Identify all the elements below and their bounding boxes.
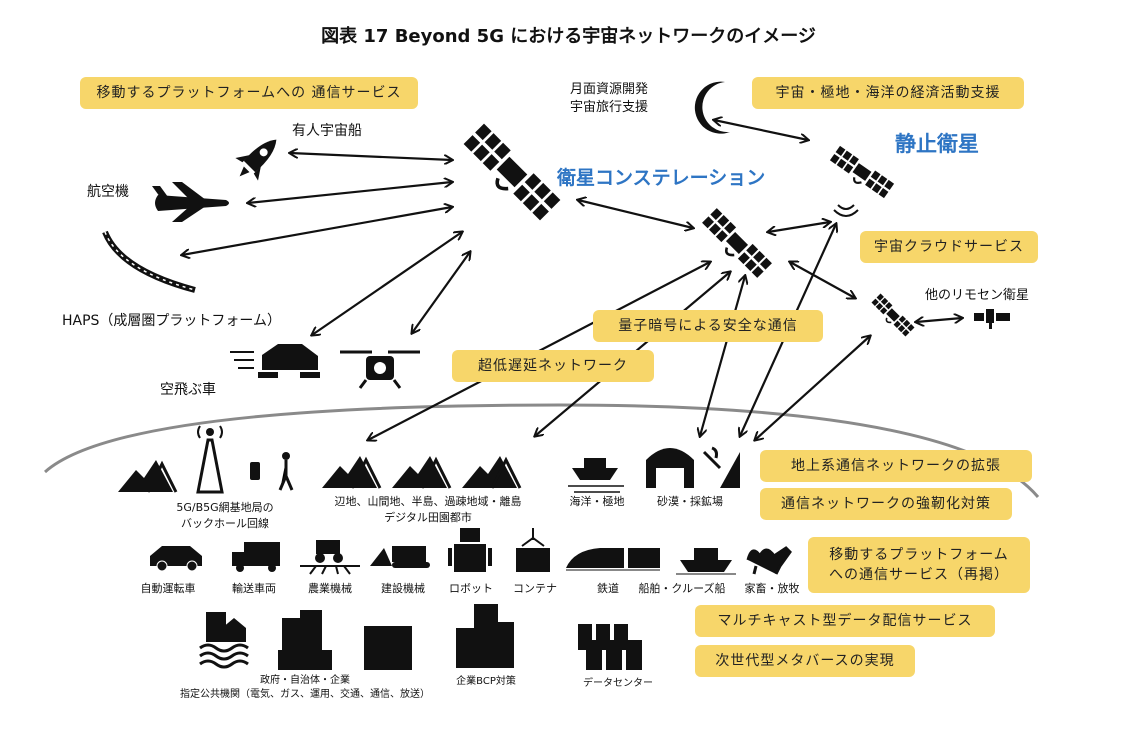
office-building-icon <box>364 626 412 670</box>
service-mobile-repost: 移動するプラットフォーム への通信サービス（再掲） <box>808 537 1030 593</box>
bulldozer-icon <box>370 546 430 568</box>
label-remote-line2: デジタル田園都市 <box>384 511 472 524</box>
label-remote-sensing: 他のリモセン衛星 <box>925 288 1030 303</box>
mountain-icon <box>320 454 382 490</box>
label-construction-machinery: 建設機械 <box>381 582 425 595</box>
label-remote-areas: 辺地、山間地、半島、過疎地域・離島デジタル田園都市 <box>335 494 522 526</box>
camel-icon <box>746 546 792 575</box>
small-satellite-icon <box>974 309 1010 329</box>
earthquake-building-icon <box>278 610 332 670</box>
figure-title: 図表 17 Beyond 5G における宇宙ネットワークのイメージ <box>321 26 816 47</box>
geo-satellite-icon <box>826 144 896 202</box>
drone-icon <box>340 350 420 389</box>
label-constellation: 衛星コンステレーション <box>557 167 766 189</box>
service-terrestrial-extension: 地上系通信ネットワークの拡張 <box>760 450 1032 482</box>
cruise-ship-icon <box>676 548 736 575</box>
label-government-line1: 政府・自治体・企業 <box>260 675 350 686</box>
label-backhaul-line1: 5G/B5G網基地局の <box>176 501 274 514</box>
flying-car-icon <box>230 344 320 378</box>
train-icon <box>566 548 660 571</box>
autonomous-car-icon <box>150 546 202 572</box>
service-mobile-repost-line1: 移動するプラットフォーム <box>829 547 1009 563</box>
label-agricultural-machinery: 農業機械 <box>308 582 352 595</box>
tractor-icon <box>300 540 360 575</box>
service-quantum: 量子暗号による安全な通信 <box>593 310 823 342</box>
service-mobile-repost-line2: への通信サービス（再掲） <box>829 567 1009 583</box>
data-center-icon <box>578 624 642 670</box>
service-metaverse: 次世代型メタバースの実現 <box>695 645 915 677</box>
mountain-icon <box>390 454 452 490</box>
cell-tower-icon <box>196 425 224 494</box>
remote-sensing-satellite-icon <box>869 292 916 339</box>
label-remote-line1: 辺地、山間地、半島、過疎地域・離島 <box>334 495 522 508</box>
label-autonomous-car: 自動運転車 <box>140 582 196 595</box>
phone-person-icon <box>250 452 294 491</box>
moon-icon <box>694 81 730 134</box>
label-ocean-polar: 海洋・極地 <box>569 495 625 508</box>
label-backhaul: 5G/B5G網基地局のバックホール回線 <box>176 500 273 532</box>
service-multicast: マルチキャスト型データ配信サービス <box>695 605 995 637</box>
label-bcp: 企業BCP対策 <box>456 676 516 687</box>
service-resilience: 通信ネットワークの強靭化対策 <box>760 488 1012 520</box>
label-livestock: 家畜・放牧 <box>744 582 800 595</box>
flooded-building-icon <box>199 612 249 669</box>
mountain-icon <box>460 454 522 490</box>
robot-icon <box>448 528 492 572</box>
label-ship-cruise: 船舶・クルーズ船 <box>638 582 726 595</box>
label-desert-mining: 砂漠・採鉱場 <box>657 495 723 508</box>
label-moon-line1: 月面資源開発 <box>570 82 649 97</box>
ship-icon <box>568 458 624 493</box>
label-container: コンテナ <box>513 582 557 595</box>
corporate-tower-icon <box>456 604 514 668</box>
service-space-cloud: 宇宙クラウドサービス <box>860 231 1038 263</box>
mountain-icon <box>116 458 178 494</box>
airplane-icon <box>152 182 229 222</box>
label-backhaul-line2: バックホール回線 <box>181 517 269 530</box>
constellation-satellite-icon <box>698 206 774 282</box>
label-datacenter: データセンター <box>583 678 653 689</box>
label-aircraft: 航空機 <box>87 184 129 200</box>
container-icon <box>516 528 550 572</box>
label-haps: HAPS（成層圏プラットフォーム） <box>62 313 282 329</box>
tunnel-mine-icon <box>646 446 740 488</box>
haps-icon <box>102 230 196 293</box>
constellation-satellite-large-icon <box>458 121 563 226</box>
label-moon-line2: 宇宙旅行支援 <box>570 100 649 115</box>
label-transport-vehicle: 輸送車両 <box>232 582 276 595</box>
label-robot: ロボット <box>449 582 493 595</box>
label-flying-car: 空飛ぶ車 <box>160 382 216 398</box>
label-government: 政府・自治体・企業指定公共機関（電気、ガス、運用、交通、通信、放送） <box>180 674 430 702</box>
rocket-icon <box>235 139 277 181</box>
label-geo-satellite: 静止衛星 <box>895 132 979 156</box>
label-railway: 鉄道 <box>597 582 619 595</box>
service-mobile-platform: 移動するプラットフォームへの 通信サービス <box>80 77 418 109</box>
truck-icon <box>232 542 280 572</box>
label-crewed-spacecraft: 有人宇宙船 <box>292 123 362 139</box>
service-low-latency: 超低遅延ネットワーク <box>452 350 654 382</box>
label-government-line2: 指定公共機関（電気、ガス、運用、交通、通信、放送） <box>180 689 430 700</box>
geo-signal-icon <box>833 204 859 217</box>
service-economic-support: 宇宙・極地・海洋の経済活動支援 <box>752 77 1024 109</box>
